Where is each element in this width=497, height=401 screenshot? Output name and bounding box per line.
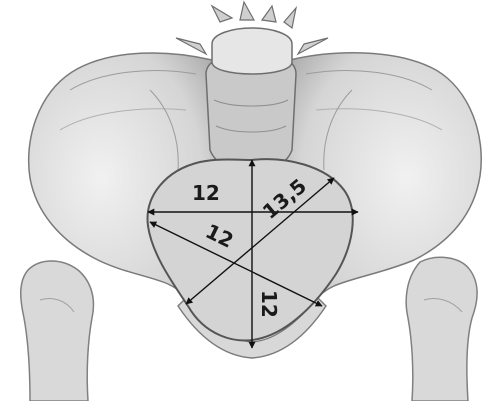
right-femur	[406, 257, 477, 401]
left-femur	[21, 261, 94, 401]
anteroposterior-label: 12	[257, 290, 281, 318]
transverse-label: 12	[192, 181, 220, 205]
